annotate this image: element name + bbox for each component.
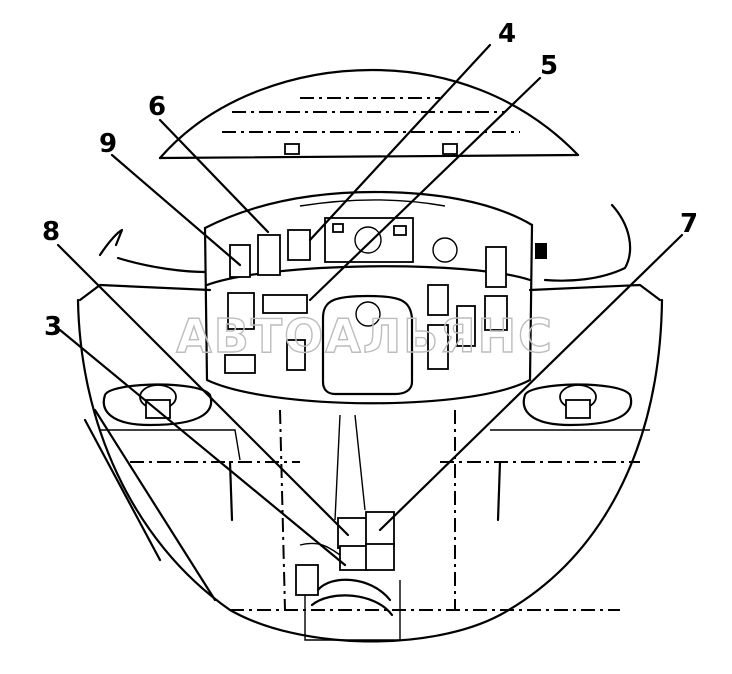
floor-mounts (100, 383, 650, 461)
callout-3: 3 (44, 312, 62, 342)
watermark-text: АВТОАЛЬЯНС (176, 309, 554, 363)
dashboard-console (203, 190, 547, 405)
view-circle (76, 68, 664, 643)
callout-8: 8 (42, 217, 60, 247)
callout-6: 6 (148, 92, 166, 122)
leader-lines (56, 43, 684, 567)
lower-frame (83, 408, 640, 641)
callout-9: 9 (99, 129, 117, 159)
callout-5: 5 (540, 51, 558, 81)
callout-4: 4 (498, 19, 516, 49)
callout-7: 7 (680, 209, 698, 239)
rear-panel (158, 97, 580, 160)
fenders (78, 203, 662, 302)
